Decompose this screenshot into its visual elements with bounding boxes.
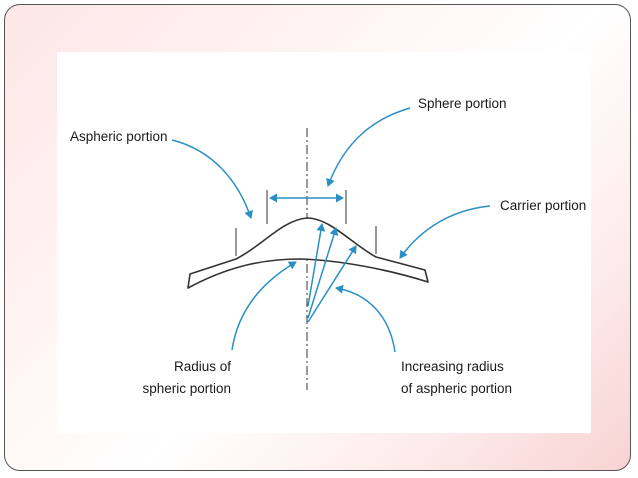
label-radius-line1: Radius of bbox=[174, 359, 231, 374]
radius-arrow-1 bbox=[307, 223, 326, 307]
aspheric-portion-arrow bbox=[171, 139, 253, 219]
increasing-radius-arrow bbox=[335, 284, 396, 353]
carrier-portion-arrow bbox=[399, 205, 491, 259]
label-carrier-portion: Carrier portion bbox=[500, 198, 586, 213]
label-aspheric-portion: Aspheric portion bbox=[70, 129, 168, 144]
radius-arrow-2 bbox=[307, 227, 339, 319]
radius-spheric-arrow bbox=[231, 261, 297, 351]
lens-outline bbox=[187, 217, 429, 289]
label-increasing-line2: of aspheric portion bbox=[401, 381, 512, 396]
label-radius-line2: spheric portion bbox=[142, 381, 231, 396]
label-sphere-portion: Sphere portion bbox=[418, 96, 507, 111]
label-increasing-line1: Increasing radius bbox=[401, 359, 504, 374]
radius-arrow-3 bbox=[307, 245, 357, 323]
sphere-portion-arrow bbox=[326, 107, 411, 187]
